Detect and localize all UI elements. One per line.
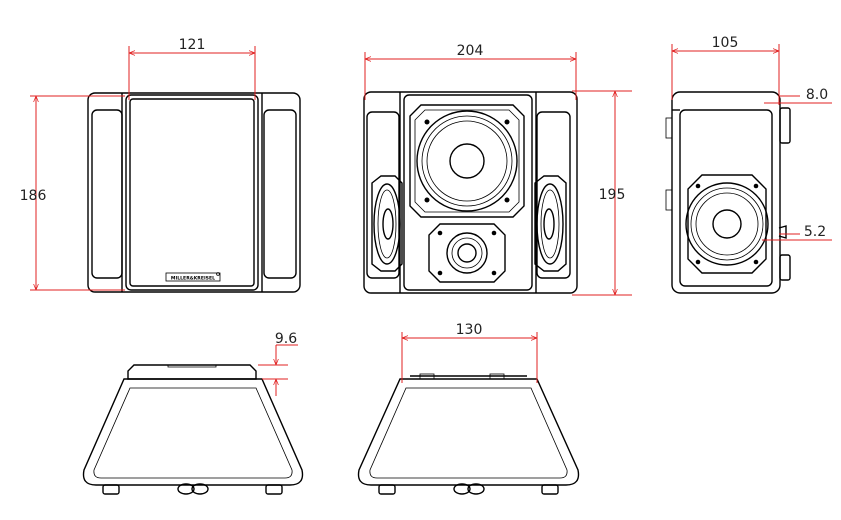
dimension-side-offset-top: 8.0 xyxy=(764,87,832,104)
side-view xyxy=(665,91,791,294)
dimension-rear-height: 195 xyxy=(572,90,632,296)
dimension-label: 186 xyxy=(20,188,47,204)
dimension-label: 195 xyxy=(599,187,626,203)
dimension-label: 105 xyxy=(712,35,739,51)
dimension-label: 204 xyxy=(457,43,484,59)
dimension-bottom-width: 130 xyxy=(401,322,538,383)
dimension-label: 5.2 xyxy=(804,224,826,240)
bottom-view-left xyxy=(82,364,304,495)
front-view: MILLER&KREISEL xyxy=(87,92,301,293)
dimension-front-width: 121 xyxy=(128,37,256,100)
tweeter-driver xyxy=(428,223,506,283)
side-woofer-driver xyxy=(685,174,769,274)
dimension-bottom-offset: 9.6 xyxy=(258,331,298,396)
dimension-label: 8.0 xyxy=(806,87,828,103)
woofer-driver xyxy=(409,104,525,218)
dimension-label: 130 xyxy=(456,322,483,338)
side-driver-left xyxy=(371,175,403,272)
dimension-rear-width: 204 xyxy=(364,43,577,100)
brand-logo-badge: MILLER&KREISEL xyxy=(165,272,221,282)
rear-view xyxy=(363,91,578,294)
side-driver-right xyxy=(534,175,567,272)
dimension-front-height: 186 xyxy=(20,95,125,291)
dimension-label: 9.6 xyxy=(275,331,297,347)
bottom-view-right xyxy=(357,373,580,495)
dimension-side-depth: 105 xyxy=(671,35,780,105)
dimension-side-offset-port: 5.2 xyxy=(762,224,832,241)
brand-logo-text: MILLER&KREISEL xyxy=(171,276,215,282)
dimension-label: 121 xyxy=(179,37,206,53)
